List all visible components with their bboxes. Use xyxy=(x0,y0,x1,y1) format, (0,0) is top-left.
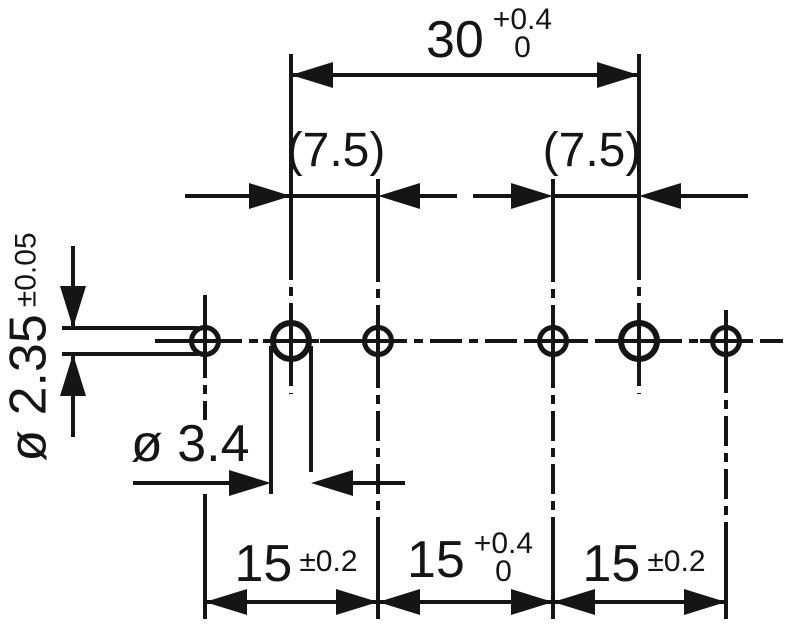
dim-label-bottom-center: 15 +0.4 0 xyxy=(406,527,534,589)
tolerance-lower: 0 xyxy=(495,554,512,588)
arrowhead-small-dia-down xyxy=(60,286,86,328)
dim-label-pitch-right: (7.5) xyxy=(542,124,642,177)
hole-small-3 xyxy=(537,325,569,357)
hole-large-1 xyxy=(270,320,312,362)
arrowhead-bottom-1R xyxy=(336,589,378,615)
dim-value: ø 3.4 xyxy=(131,415,250,473)
tolerance-upper: +0.4 xyxy=(473,527,534,560)
dim-label-bottom-right: 15 ±0.2 xyxy=(582,538,705,590)
arrowhead-pitch-right-a xyxy=(511,183,553,209)
hole-small-1 xyxy=(189,325,221,357)
arrowhead-pitch-left-b xyxy=(378,183,420,209)
hole-small-2 xyxy=(362,325,394,357)
arrowhead-bottom-3L xyxy=(553,589,595,615)
dim-value: 15 xyxy=(582,535,641,593)
dim-label-pitch-left: (7.5) xyxy=(286,124,386,177)
arrowhead-large-dia-right xyxy=(311,470,353,496)
tolerance-stack: +0.4 0 xyxy=(473,527,534,588)
tolerance-upper: +0.4 xyxy=(492,3,553,36)
arrowhead-bottom-1L xyxy=(205,589,247,615)
arrowhead-bottom-3R xyxy=(684,589,726,615)
arrowhead-bottom-2R xyxy=(511,589,553,615)
arrowhead-small-dia-up xyxy=(60,354,86,396)
tolerance: ±0.2 xyxy=(647,545,706,578)
hole-large-2 xyxy=(618,320,660,362)
dim-value: (7.5) xyxy=(286,124,386,177)
dim-value: (7.5) xyxy=(542,124,642,177)
dim-value: 30 xyxy=(425,10,484,69)
arrowhead-pitch-right-b xyxy=(639,183,681,209)
dim-label-top-width: 30 +0.4 0 xyxy=(425,5,552,69)
tolerance-stack: +0.4 0 xyxy=(492,3,553,64)
dim-label-small-hole-dia: ø 2.35 ±0.05 xyxy=(0,232,58,462)
dim-value: 15 xyxy=(406,530,465,589)
tolerance: ±0.2 xyxy=(299,545,358,578)
arrowhead-30-right xyxy=(597,62,639,88)
arrowhead-pitch-left-a xyxy=(249,183,291,209)
tolerance: ±0.05 xyxy=(9,232,43,308)
dim-value: 15 xyxy=(234,535,293,593)
hole-small-4 xyxy=(710,325,742,357)
dim-label-large-hole-dia: ø 3.4 xyxy=(131,418,250,470)
arrowhead-bottom-2L xyxy=(378,589,420,615)
dim-value: ø 2.35 xyxy=(0,314,58,462)
arrowhead-large-dia-left xyxy=(229,470,271,496)
tolerance-lower: 0 xyxy=(514,30,531,64)
dim-label-bottom-left: 15 ±0.2 xyxy=(234,538,357,590)
arrowhead-30-left xyxy=(291,62,333,88)
